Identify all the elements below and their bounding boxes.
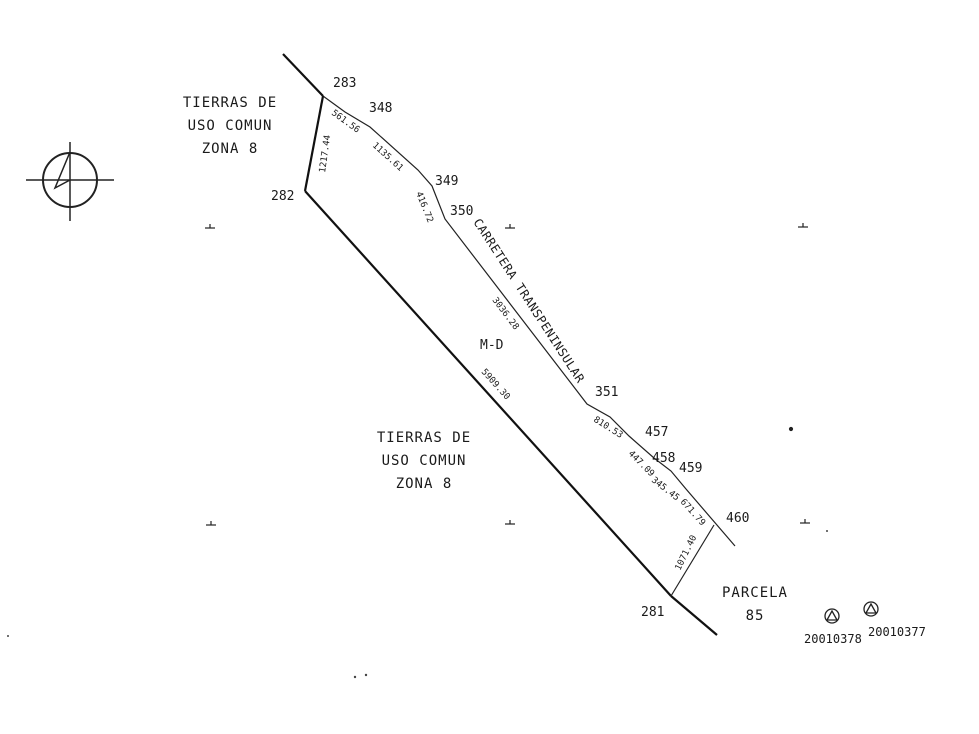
boundary-line-north xyxy=(282,53,324,97)
distance-label: 1217.44 xyxy=(318,134,333,173)
vertex-label: 348 xyxy=(369,101,392,116)
svg-text:USO COMUN: USO COMUN xyxy=(382,453,467,469)
vertex-label: 457 xyxy=(645,425,668,440)
road-boundary-line xyxy=(322,95,736,547)
svg-text:PARCELA: PARCELA xyxy=(722,585,788,601)
north-arrow-icon xyxy=(26,142,114,221)
vertex-label: 350 xyxy=(450,204,473,219)
distance-label: 3036.28 xyxy=(490,296,521,332)
vertex-label: 460 xyxy=(726,511,749,526)
benchmark-label: 20010378 xyxy=(804,632,862,646)
distance-label: 345.45 xyxy=(649,475,681,503)
vertex-label: 458 xyxy=(652,451,675,466)
polygon-label: M-D xyxy=(480,338,504,353)
grid-marks xyxy=(205,223,810,526)
svg-text:TIERRAS DE: TIERRAS DE xyxy=(377,430,471,446)
vertex-label: 351 xyxy=(595,385,618,400)
svg-text:TIERRAS DE: TIERRAS DE xyxy=(183,95,277,111)
area-label-tierras-top: TIERRAS DE USO COMUN ZONA 8 xyxy=(183,95,277,157)
svg-text:USO COMUN: USO COMUN xyxy=(188,118,273,134)
vertex-label: 349 xyxy=(435,174,458,189)
boundary-line-282-281 xyxy=(304,190,672,597)
svg-text:85: 85 xyxy=(746,608,765,624)
boundary-line-282-283 xyxy=(303,95,325,192)
svg-text:ZONA 8: ZONA 8 xyxy=(202,141,259,157)
vertex-label: 283 xyxy=(333,76,356,91)
road-label: CARRETERA TRANSPENINSULAR xyxy=(470,216,587,386)
distance-label: 5909.30 xyxy=(479,367,512,402)
svg-text:ZONA 8: ZONA 8 xyxy=(396,476,453,492)
boundary-line-460-281 xyxy=(670,524,715,597)
distance-label: 416.72 xyxy=(413,190,434,224)
vertex-label: 459 xyxy=(679,461,702,476)
vertex-label: 281 xyxy=(641,605,664,620)
vertex-label: 282 xyxy=(271,189,294,204)
distance-label: 810.53 xyxy=(591,415,624,441)
distance-label: 1135.61 xyxy=(370,141,405,174)
benchmark-triangle-icon xyxy=(824,608,840,624)
area-label-tierras-mid: TIERRAS DE USO COMUN ZONA 8 xyxy=(377,430,471,492)
area-label-parcela: PARCELA 85 xyxy=(722,585,788,624)
scan-specks xyxy=(7,530,828,679)
boundary-line-south xyxy=(670,595,718,636)
benchmark-label: 20010377 xyxy=(868,625,926,639)
benchmark-triangle-icon xyxy=(863,601,879,617)
distance-label: 1071.40 xyxy=(674,534,700,572)
distance-label: 671.79 xyxy=(678,497,707,528)
